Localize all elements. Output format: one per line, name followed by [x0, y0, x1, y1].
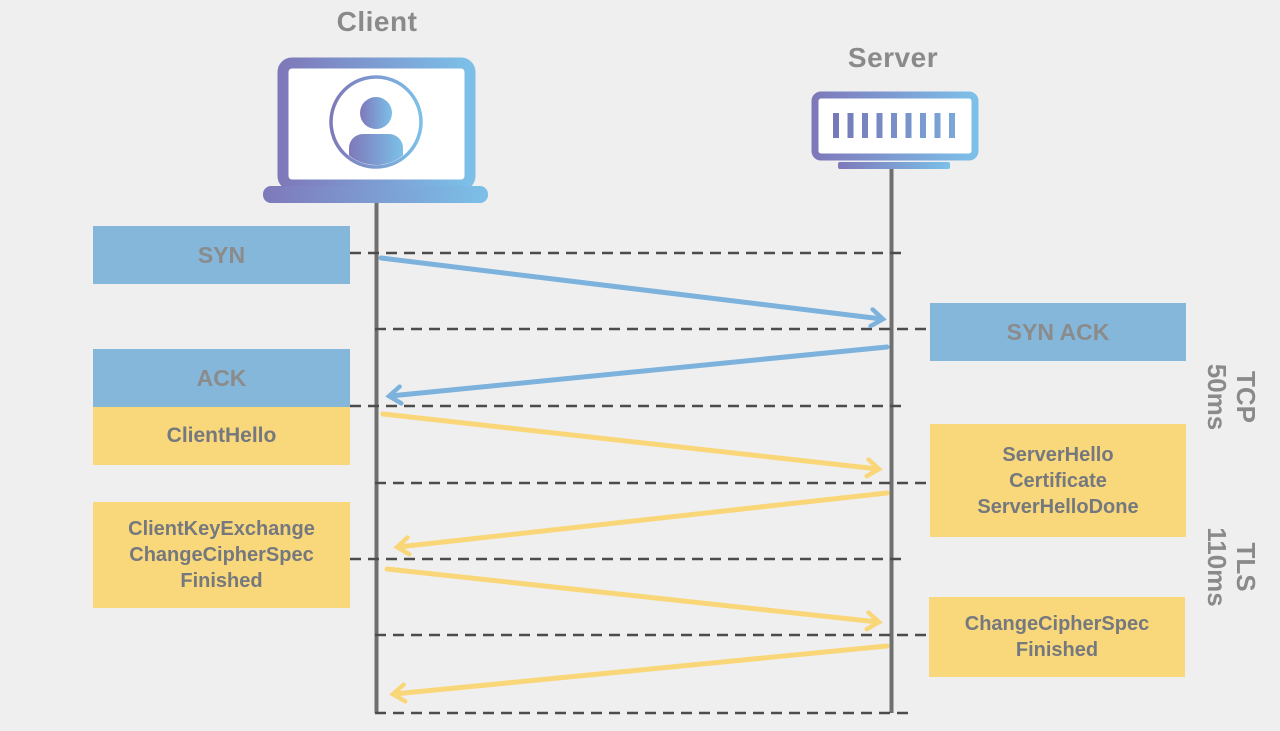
- tcp-phase-duration: 50ms: [1202, 363, 1232, 431]
- syn-arrow: [378, 255, 882, 319]
- clienthello-arrow: [380, 411, 878, 469]
- synack-message-box: SYN ACK: [930, 303, 1186, 361]
- tls-phase-duration: 110ms: [1202, 527, 1232, 607]
- syn-label: SYN: [197, 241, 246, 268]
- clienthello-message-box: ClientHello: [93, 407, 350, 465]
- clienthello-label: ClientHello: [166, 424, 277, 447]
- synack-arrow: [390, 344, 890, 396]
- certificate-line: Certificate: [1009, 469, 1107, 492]
- dashed-time-lines: [350, 251, 930, 715]
- changecipherspec-message-box: ChangeCipherSpec Finished: [929, 597, 1185, 677]
- server-stand: [838, 162, 950, 169]
- changecipherspec-line: ChangeCipherSpec: [964, 613, 1150, 635]
- avatar-circle: [329, 75, 423, 169]
- finished-line: Finished: [180, 570, 263, 592]
- syn-message-box: SYN: [93, 226, 350, 284]
- serverhello-line: ServerHello: [1002, 443, 1114, 466]
- ack-label: ACK: [196, 364, 247, 391]
- tcp-phase-name: TCP: [1231, 371, 1261, 423]
- tls-phase-label: TLS 110ms: [1202, 507, 1261, 627]
- client-title: Client: [336, 6, 418, 37]
- serverhello-arrow: [398, 490, 890, 547]
- changecipherspec-line: ChangeCipherSpec: [129, 544, 314, 566]
- clientkeyexchange-arrow: [384, 566, 878, 622]
- ack-message-box: ACK: [93, 349, 350, 407]
- changecipherspec-arrow: [394, 643, 890, 694]
- message-arrows: [378, 255, 890, 694]
- clientkeyexchange-message-box: ClientKeyExchange ChangeCipherSpec Finis…: [93, 502, 350, 608]
- server-title: Server: [847, 42, 939, 73]
- tls-phase-name: TLS: [1231, 542, 1261, 592]
- synack-label: SYN ACK: [1006, 318, 1110, 345]
- server-icon: [811, 91, 979, 169]
- clientkeyexchange-line: ClientKeyExchange: [128, 518, 315, 540]
- serverhellodone-line: ServerHelloDone: [977, 495, 1139, 518]
- server-slots: [833, 113, 955, 138]
- serverhello-message-box: ServerHello Certificate ServerHelloDone: [930, 424, 1186, 537]
- laptop-user-icon: [263, 57, 488, 203]
- finished-line: Finished: [1015, 639, 1099, 661]
- tcp-phase-label: TCP 50ms: [1202, 337, 1261, 457]
